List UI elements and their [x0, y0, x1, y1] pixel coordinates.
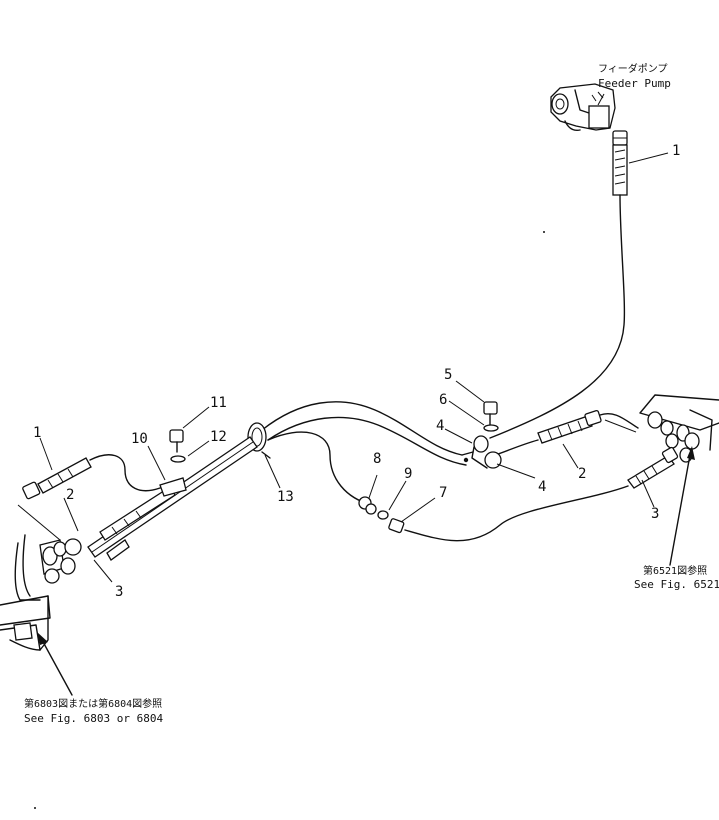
ref-arrow-left [37, 632, 73, 696]
part-number-10: 10 [131, 431, 148, 447]
part-number-6: 6 [439, 392, 448, 408]
part-number-4-b: 4 [538, 479, 547, 495]
pump-hose-fitting [612, 130, 628, 146]
part-number-11: 11 [210, 395, 227, 411]
ref-arrow-right [669, 446, 695, 566]
hose-2-right [494, 410, 639, 456]
bolt-11 [169, 429, 184, 453]
right-manifold [639, 394, 719, 463]
part-number-3-left: 3 [115, 584, 124, 600]
part-number-13: 13 [277, 489, 294, 505]
bolt-5 [483, 401, 498, 427]
hose-1-top [489, 144, 628, 439]
part-number-1-top: 1 [672, 143, 681, 159]
part-number-4-a: 4 [436, 418, 445, 434]
part-number-3-right: 3 [651, 506, 660, 522]
ref-right-label-en: See Fig. 6521 [634, 578, 719, 591]
ref-left-label-jp: 第6803図または第6804図参照 [24, 699, 163, 710]
part-number-1-left: 1 [33, 425, 42, 441]
feeder-pump-label-jp: フィーダポンプ [598, 64, 668, 75]
leader-lines [39, 93, 669, 583]
feeder-pump-label-en: Feeder Pump [598, 77, 671, 90]
hose-3-right [404, 446, 679, 542]
washer-6 [483, 424, 499, 432]
part-number-8: 8 [373, 451, 382, 467]
washer-9 [377, 510, 389, 520]
ref-right-label-jp: 第6521図参照 [643, 566, 708, 577]
part-number-2-left: 2 [66, 487, 75, 503]
ref-left-label-en: See Fig. 6803 or 6804 [24, 712, 164, 725]
reference-lines [17, 419, 637, 541]
main-tube [261, 401, 467, 506]
part-number-2-right: 2 [578, 466, 587, 482]
bracket-10 [159, 477, 187, 497]
part-number-9: 9 [404, 466, 413, 482]
clip-7 [388, 518, 405, 534]
long-tubes-left [87, 436, 258, 561]
feeder-pump [550, 83, 616, 131]
washer-12 [170, 455, 186, 463]
middle-clamp [461, 435, 502, 469]
hose-1-left [22, 454, 161, 500]
part-number-12: 12 [210, 429, 227, 445]
part-number-7: 7 [439, 485, 448, 501]
bolt-8 [358, 496, 377, 515]
left-manifold [0, 534, 82, 651]
part-number-5: 5 [444, 367, 453, 383]
